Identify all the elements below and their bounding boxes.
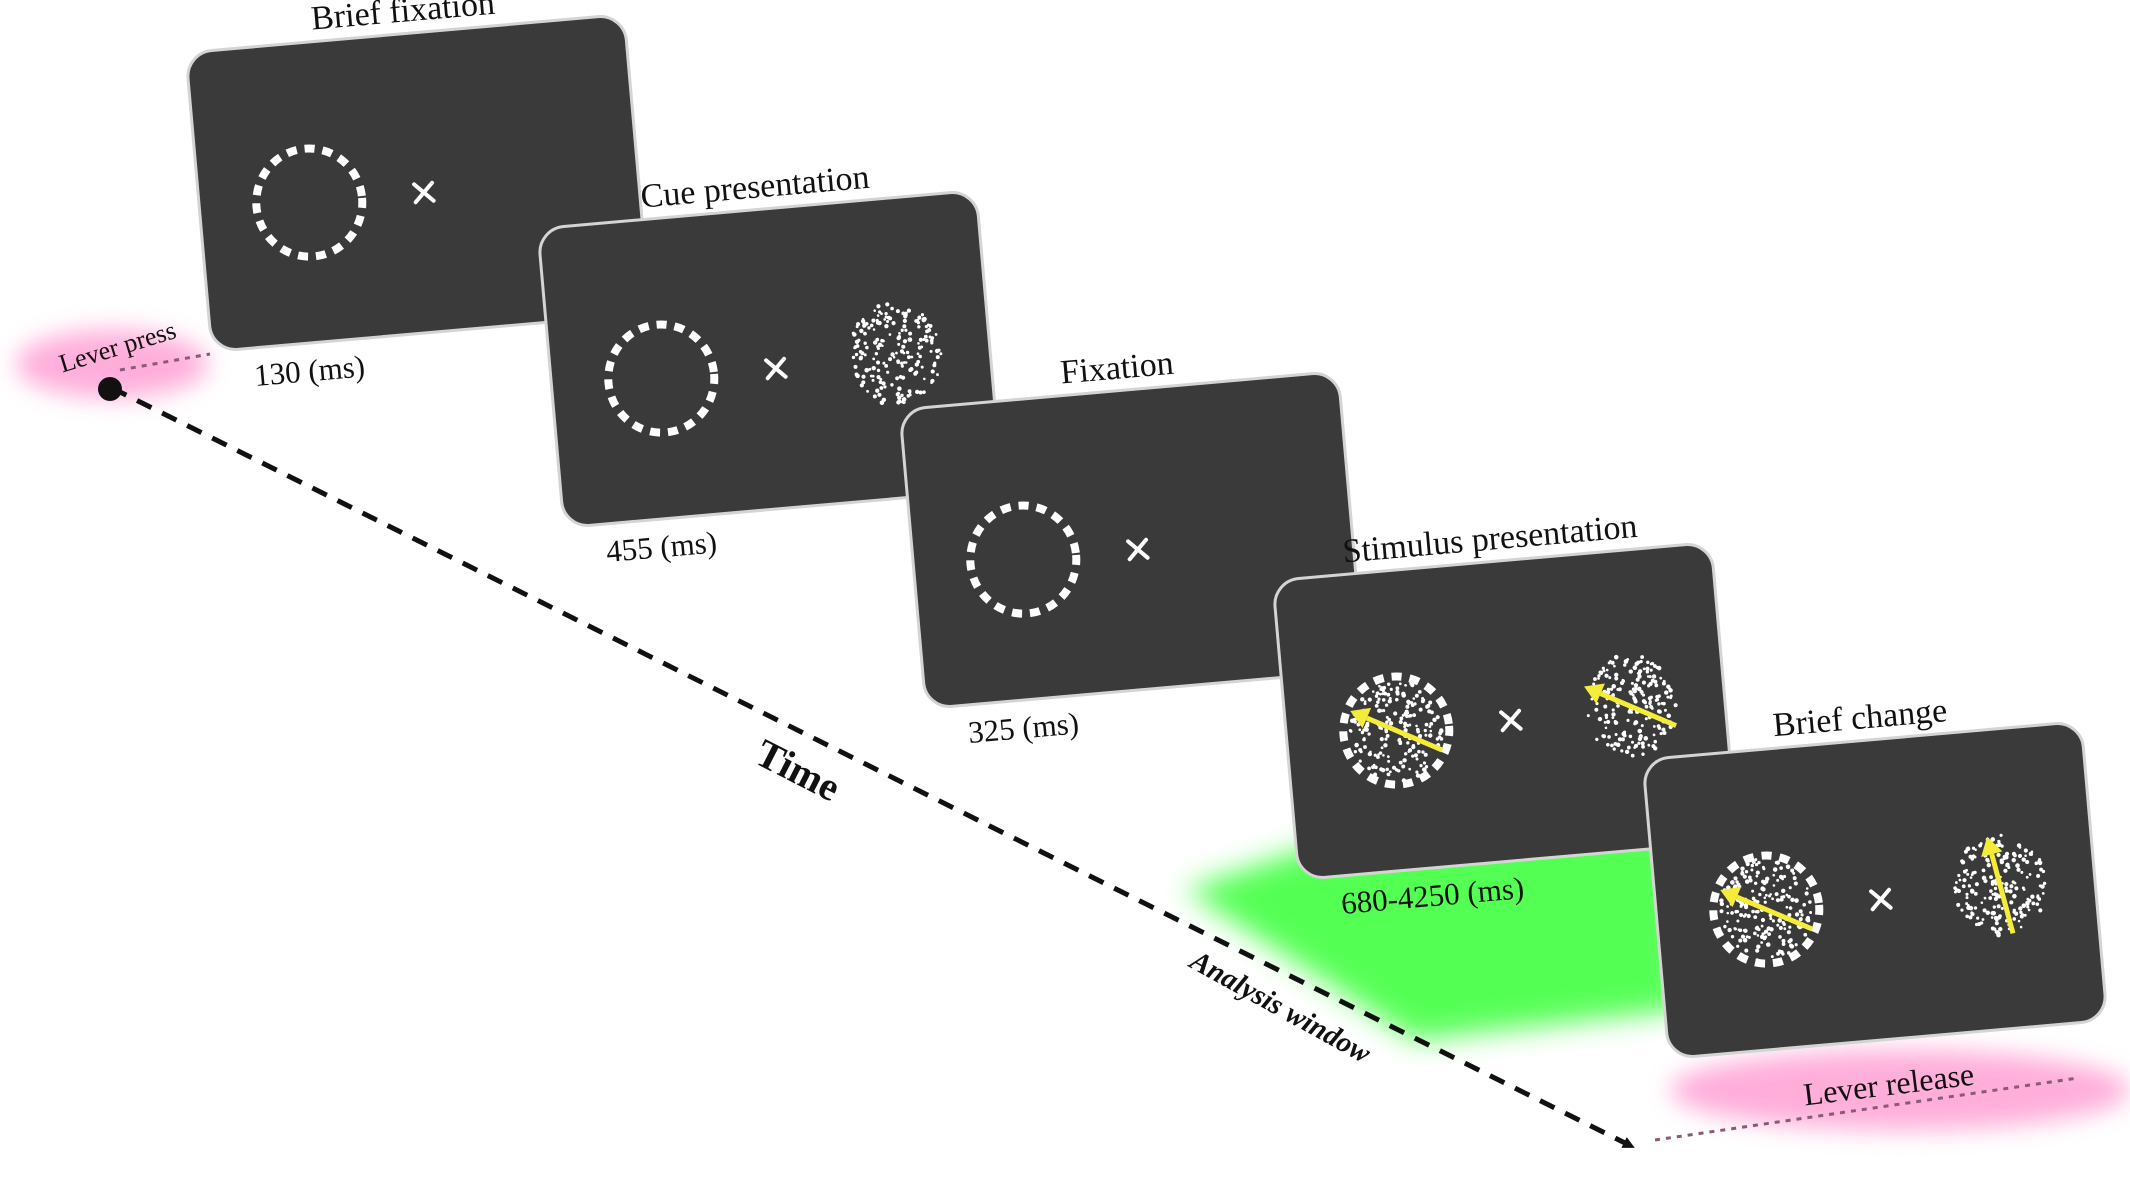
- lever-press-marker: [98, 377, 122, 401]
- left-motion-arrow: [1350, 707, 1444, 753]
- screen-duration: 130 (ms): [253, 348, 367, 393]
- time-axis-arrow: [110, 385, 1635, 1150]
- lever-release-dotted-line: [1654, 1076, 2079, 1142]
- screen-panel: [538, 191, 1002, 527]
- screen-fixation: Fixation 325 (ms): [900, 345, 1364, 750]
- fixation-cross-icon: [412, 180, 436, 205]
- fixation-cross-icon: [1499, 708, 1523, 733]
- fixation-cross-icon: [1126, 537, 1150, 562]
- right-motion-arrow: [1981, 836, 2016, 935]
- fixation-cross-icon: [1869, 887, 1893, 912]
- time-axis-label: Time: [749, 730, 848, 810]
- lever-press-dotted-line: [119, 352, 211, 372]
- screen-brief-change: Brief change: [1643, 692, 2107, 1058]
- lever-release-highlight: [1670, 1050, 2130, 1130]
- cue-ring: [1709, 851, 1824, 968]
- right-motion-arrow: [1584, 683, 1678, 728]
- screen-panel: [1643, 722, 2107, 1058]
- screen-panel: [1273, 543, 1737, 879]
- cue-ring: [252, 144, 367, 261]
- right-dot-patch: [851, 302, 943, 406]
- screen-duration: 455 (ms): [605, 524, 719, 569]
- cue-ring: [1339, 672, 1454, 789]
- cue-ring: [966, 501, 1081, 618]
- screen-title: Fixation: [1059, 345, 1175, 392]
- fixation-cross-icon: [764, 356, 788, 381]
- lever-press-highlight: [16, 330, 208, 398]
- screen-panel: [900, 372, 1364, 708]
- cue-ring: [604, 320, 719, 437]
- right-dot-patch: [1586, 654, 1678, 758]
- left-motion-arrow: [1720, 886, 1814, 932]
- screen-panel: [186, 15, 650, 351]
- screen-duration: 325 (ms): [967, 705, 1081, 750]
